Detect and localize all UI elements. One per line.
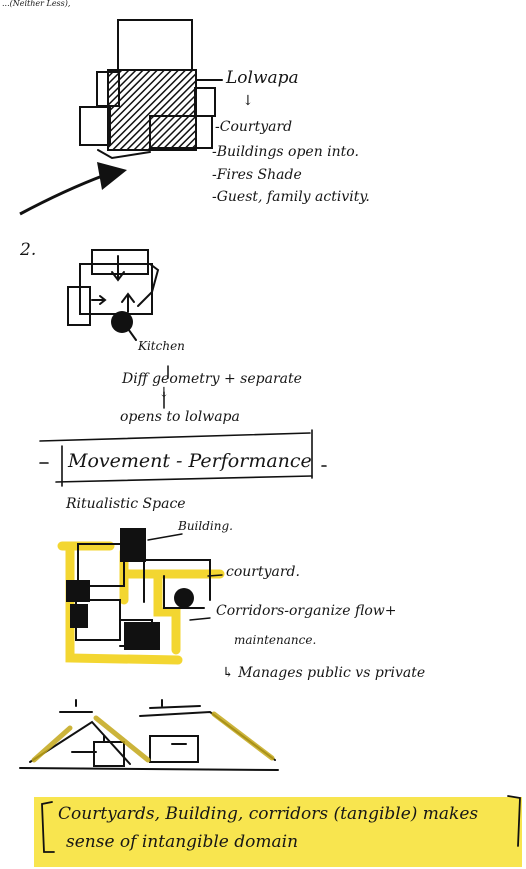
courtyard-label: courtyard. — [226, 565, 300, 579]
note-courtyard: -Courtyard — [215, 120, 292, 134]
kitchen-circle — [111, 311, 133, 333]
large-arrow — [20, 175, 105, 214]
conclusion-line1: Courtyards, Building, corridors (tangibl… — [58, 806, 478, 823]
note-fire: -Fires Shade — [212, 168, 302, 182]
note-guest: -Guest, family activity. — [212, 190, 370, 204]
large-arrowhead — [97, 162, 127, 190]
section-subtitle: Ritualistic Space — [66, 497, 186, 511]
courtyard-plan-diagram — [80, 20, 222, 158]
section-title: Movement - Performance — [68, 452, 312, 471]
down-arrow-1: ↓ — [242, 94, 254, 108]
note-opens: opens to lolwapa — [120, 410, 240, 424]
corridors-note-line2: maintenance. — [234, 634, 316, 646]
header-fragment: ...(Neither Less), — [2, 0, 70, 8]
down-arrow-2: ↓ — [158, 386, 170, 400]
corridors-note-line1: Corridors-organize flow+ — [216, 604, 397, 618]
building-label: Building. — [178, 520, 233, 532]
conclusion-line2: sense of intangible domain — [66, 834, 298, 851]
lolwapa-label: Lolwapa — [226, 70, 299, 87]
note-geometry: Diff geometry + separate — [122, 372, 302, 386]
note-buildings: -Buildings open into. — [212, 145, 359, 159]
section-number: 2. — [20, 242, 36, 259]
manages-note: ↳ Manages public vs private — [222, 666, 425, 680]
kitchen-label: Kitchen — [138, 340, 185, 352]
